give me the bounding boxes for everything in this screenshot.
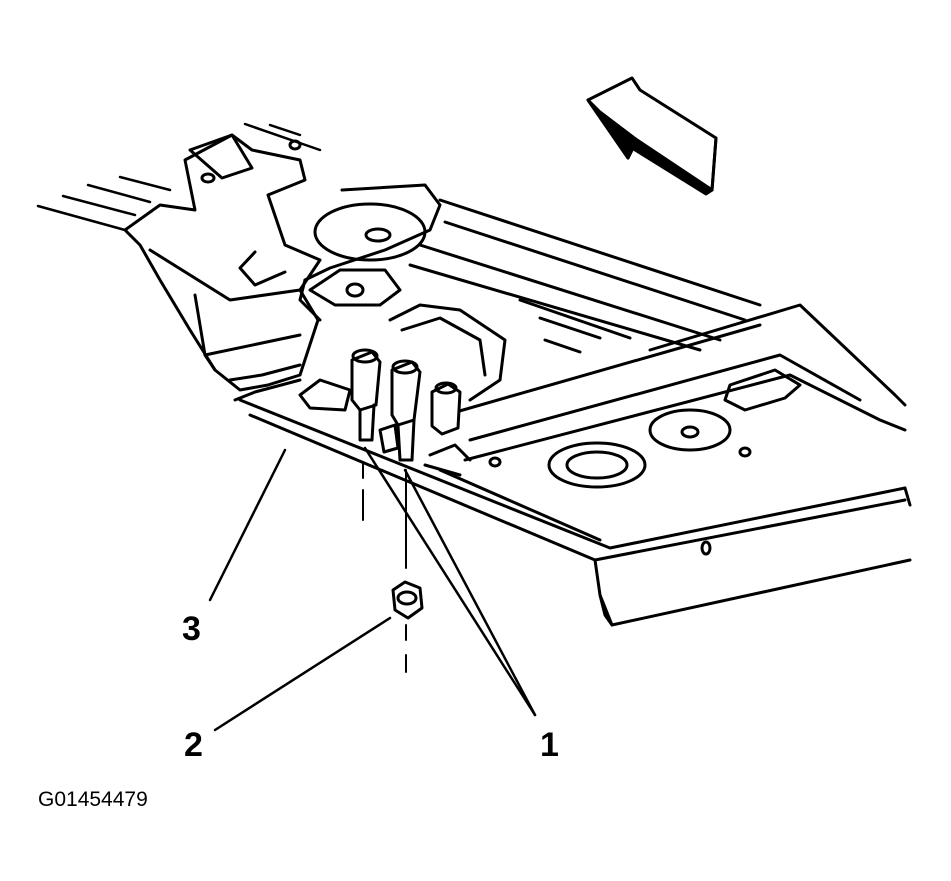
leader-line-1b bbox=[403, 468, 537, 717]
callout-1: 1 bbox=[540, 726, 559, 764]
leader-line-2 bbox=[213, 616, 392, 732]
figure-id: G01454479 bbox=[38, 788, 148, 811]
bracket-icon bbox=[123, 133, 322, 402]
nut-icon bbox=[391, 580, 424, 673]
callout-3: 3 bbox=[182, 610, 201, 648]
frame-rail-lines bbox=[36, 122, 322, 232]
floor-panel bbox=[238, 183, 912, 627]
callout-2: 2 bbox=[184, 726, 203, 764]
floor-bosses bbox=[298, 202, 802, 556]
leader-lines bbox=[208, 446, 537, 732]
direction-arrow-icon bbox=[586, 76, 718, 196]
stud-icon bbox=[350, 348, 462, 569]
leader-line-3 bbox=[208, 448, 287, 602]
leader-line-1a bbox=[363, 446, 537, 717]
